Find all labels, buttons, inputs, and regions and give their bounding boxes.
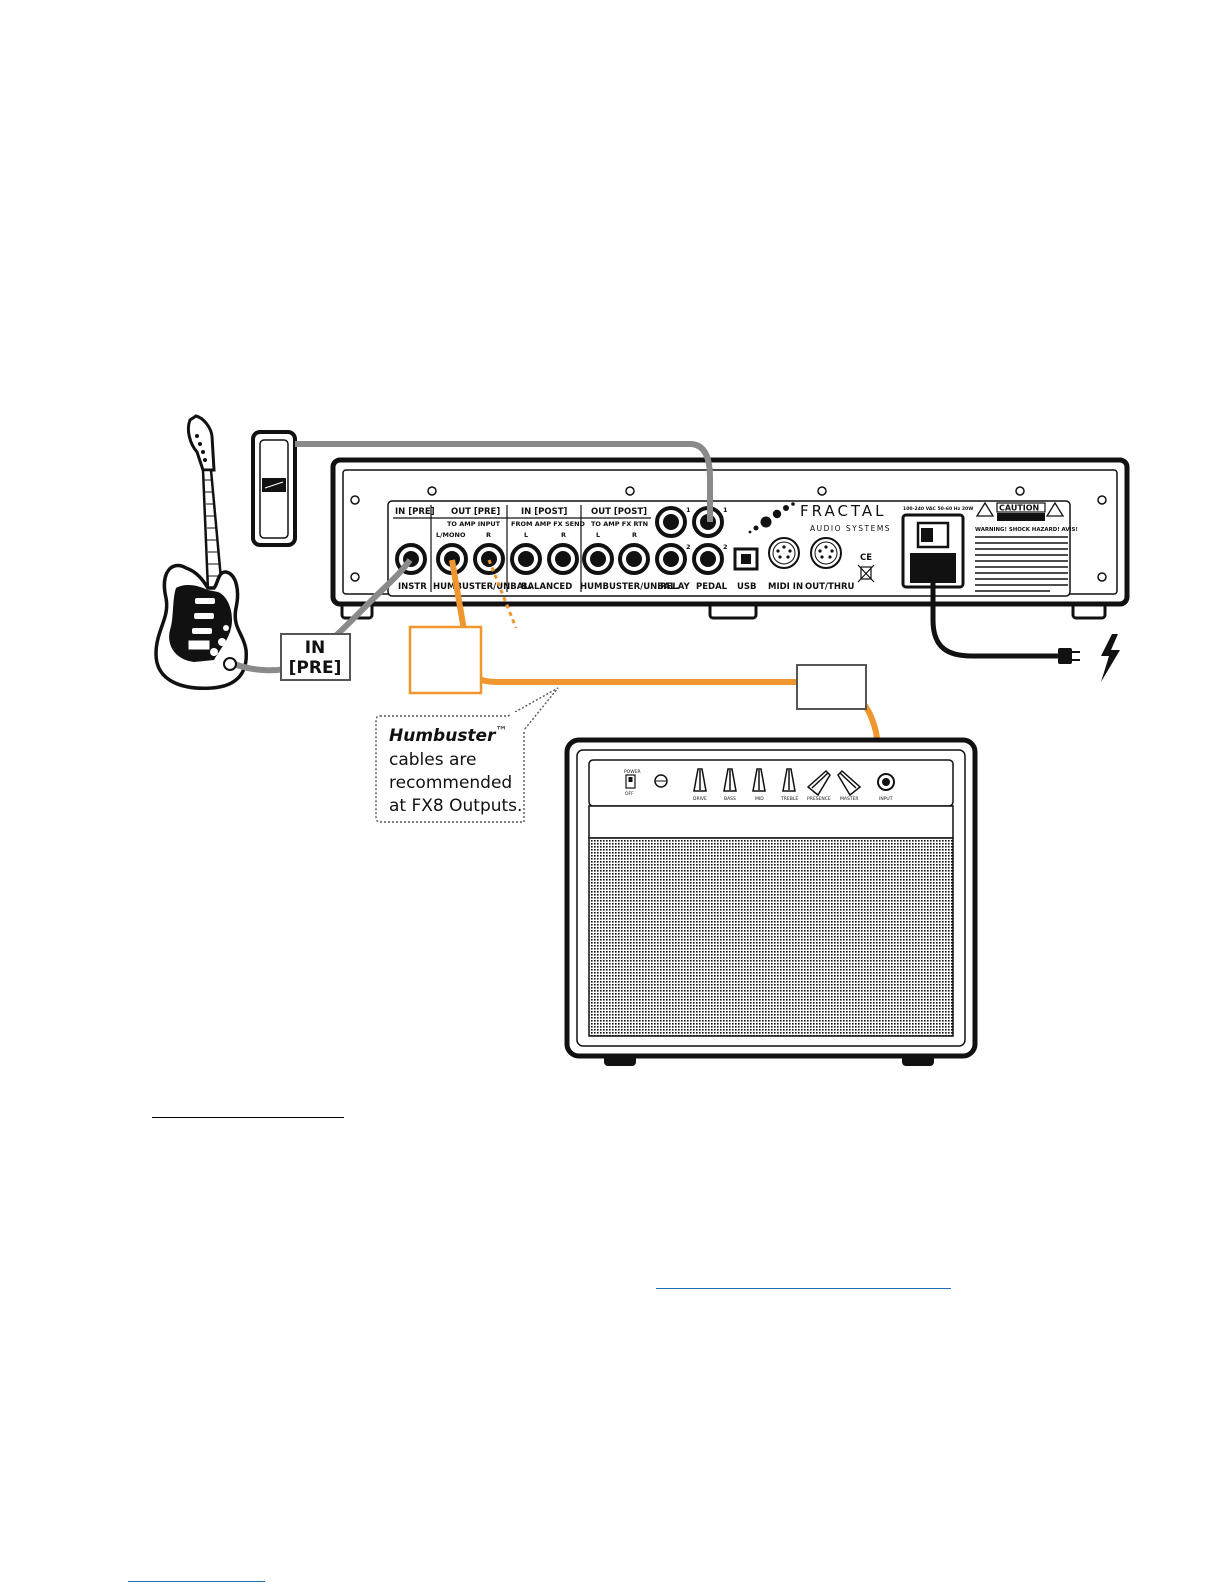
label-humbuster-unbal-2: HUMBUSTER/UNBAL. (580, 582, 679, 592)
jack-relay-1 (655, 506, 687, 538)
orange-callout-box (408, 625, 483, 695)
jack-in-post-r (547, 543, 579, 575)
note-line-3: at FX8 Outputs. (389, 796, 522, 816)
power-plug-icon (1058, 648, 1080, 664)
caution-label: CAUTION (999, 504, 1039, 513)
amp-off-label: OFF (625, 791, 634, 797)
svg-text:2: 2 (686, 543, 691, 551)
amp-label-treble: TREBLE (780, 796, 798, 802)
jack-out-pre-r (473, 543, 505, 575)
label-in-pre: IN [PRE] (395, 507, 435, 517)
fractal-logo-icon (748, 502, 795, 534)
svg-text:IN: IN (305, 638, 326, 658)
amp-knob-master (837, 769, 862, 797)
amp-knob-bass (723, 768, 737, 792)
amp-knob-presence (806, 769, 831, 797)
expression-pedal (251, 430, 297, 547)
svg-text:1: 1 (723, 506, 728, 514)
label-to-amp-fx-rtn: TO AMP FX RTN (591, 520, 648, 528)
power-inlet (901, 513, 965, 589)
label-in-post-l: L (524, 531, 528, 539)
amp-label-drive: DRIVE (693, 796, 707, 802)
note-title: Humbuster™ (389, 724, 507, 746)
label-out-pre: OUT [PRE] (451, 507, 500, 517)
gray-callout-box (796, 664, 867, 710)
warning-triangle-icon (975, 501, 1065, 517)
amp-label-bass: BASS (724, 796, 736, 802)
amp-knob-treble (782, 768, 796, 792)
label-usb: USB (737, 582, 757, 592)
label-midi-in: MIDI IN (768, 582, 803, 592)
warning-fine-print (975, 536, 1068, 592)
warning-title: WARNING! SHOCK HAZARD! AVIS! (975, 527, 1078, 533)
power-spec: 100-240 VAC 50-60 Hz 20W (903, 506, 973, 512)
label-balanced: BALANCED (521, 582, 572, 592)
usb-port (733, 547, 759, 571)
amp-label-master: MASTER (840, 796, 859, 802)
label-to-amp-input: TO AMP INPUT (447, 520, 501, 528)
power-cable (930, 582, 1058, 659)
jack-relay-2 (655, 543, 687, 575)
label-in-post: IN [POST] (521, 507, 567, 517)
pedal-cable (295, 441, 713, 522)
link-underline (656, 1288, 951, 1289)
label-relay: RELAY (660, 582, 691, 592)
note-line-1: cables are (389, 750, 477, 770)
midi-in-port (768, 537, 800, 569)
brand-name: FRACTAL (800, 502, 887, 520)
label-out-post-r: R (632, 531, 637, 539)
label-out-post: OUT [POST] (591, 507, 647, 517)
label-out-thru: OUT/THRU (805, 582, 854, 592)
amp-label-mid: MID (755, 796, 764, 802)
electric-guitar (154, 414, 248, 691)
guitar-amp: POWER OFF DRIVE BASS MID TREBLE PRESENCE (564, 737, 978, 1066)
svg-text:[PRE]: [PRE] (289, 658, 342, 678)
humbuster-note: Humbuster™ cables are recommended at FX8… (375, 687, 559, 823)
bottom-link-underline (128, 1581, 265, 1582)
amp-knob-mid (752, 768, 766, 792)
weee-bin-icon (857, 564, 875, 583)
amp-label-input: INPUT (879, 796, 893, 802)
label-from-amp-fx-send: FROM AMP FX SEND (511, 520, 586, 528)
ce-mark: CE (860, 553, 872, 563)
label-out-pre-r: R (486, 531, 491, 539)
svg-text:2: 2 (723, 543, 728, 551)
footnote-rule (152, 1117, 344, 1118)
amp-power-label: POWER (624, 769, 641, 775)
label-l-mono: L/MONO (436, 531, 466, 539)
label-instr: INSTR (398, 582, 427, 592)
brand-sub: AUDIO SYSTEMS (810, 524, 891, 533)
note-line-2: recommended (389, 773, 512, 793)
label-pedal: PEDAL (696, 582, 728, 592)
label-in-post-r: R (561, 531, 566, 539)
svg-text:1: 1 (686, 506, 691, 514)
amp-knob-drive (693, 768, 707, 792)
fx8-rear-panel: IN [PRE] OUT [PRE] TO AMP INPUT L/MONO R… (330, 457, 1130, 620)
amp-label-presence: PRESENCE (807, 796, 831, 802)
jack-in-post-l (510, 543, 542, 575)
jack-pedal-2 (692, 543, 724, 575)
label-humbuster-unbal-1: HUMBUSTER/UNBAL. (433, 582, 532, 592)
jack-out-post-l (582, 543, 614, 575)
label-out-post-l: L (596, 531, 600, 539)
lightning-bolt-icon (1101, 634, 1120, 682)
in-pre-label-box: IN [PRE] (280, 633, 351, 681)
midi-out-thru-port (810, 537, 842, 569)
jack-out-post-r (618, 543, 650, 575)
